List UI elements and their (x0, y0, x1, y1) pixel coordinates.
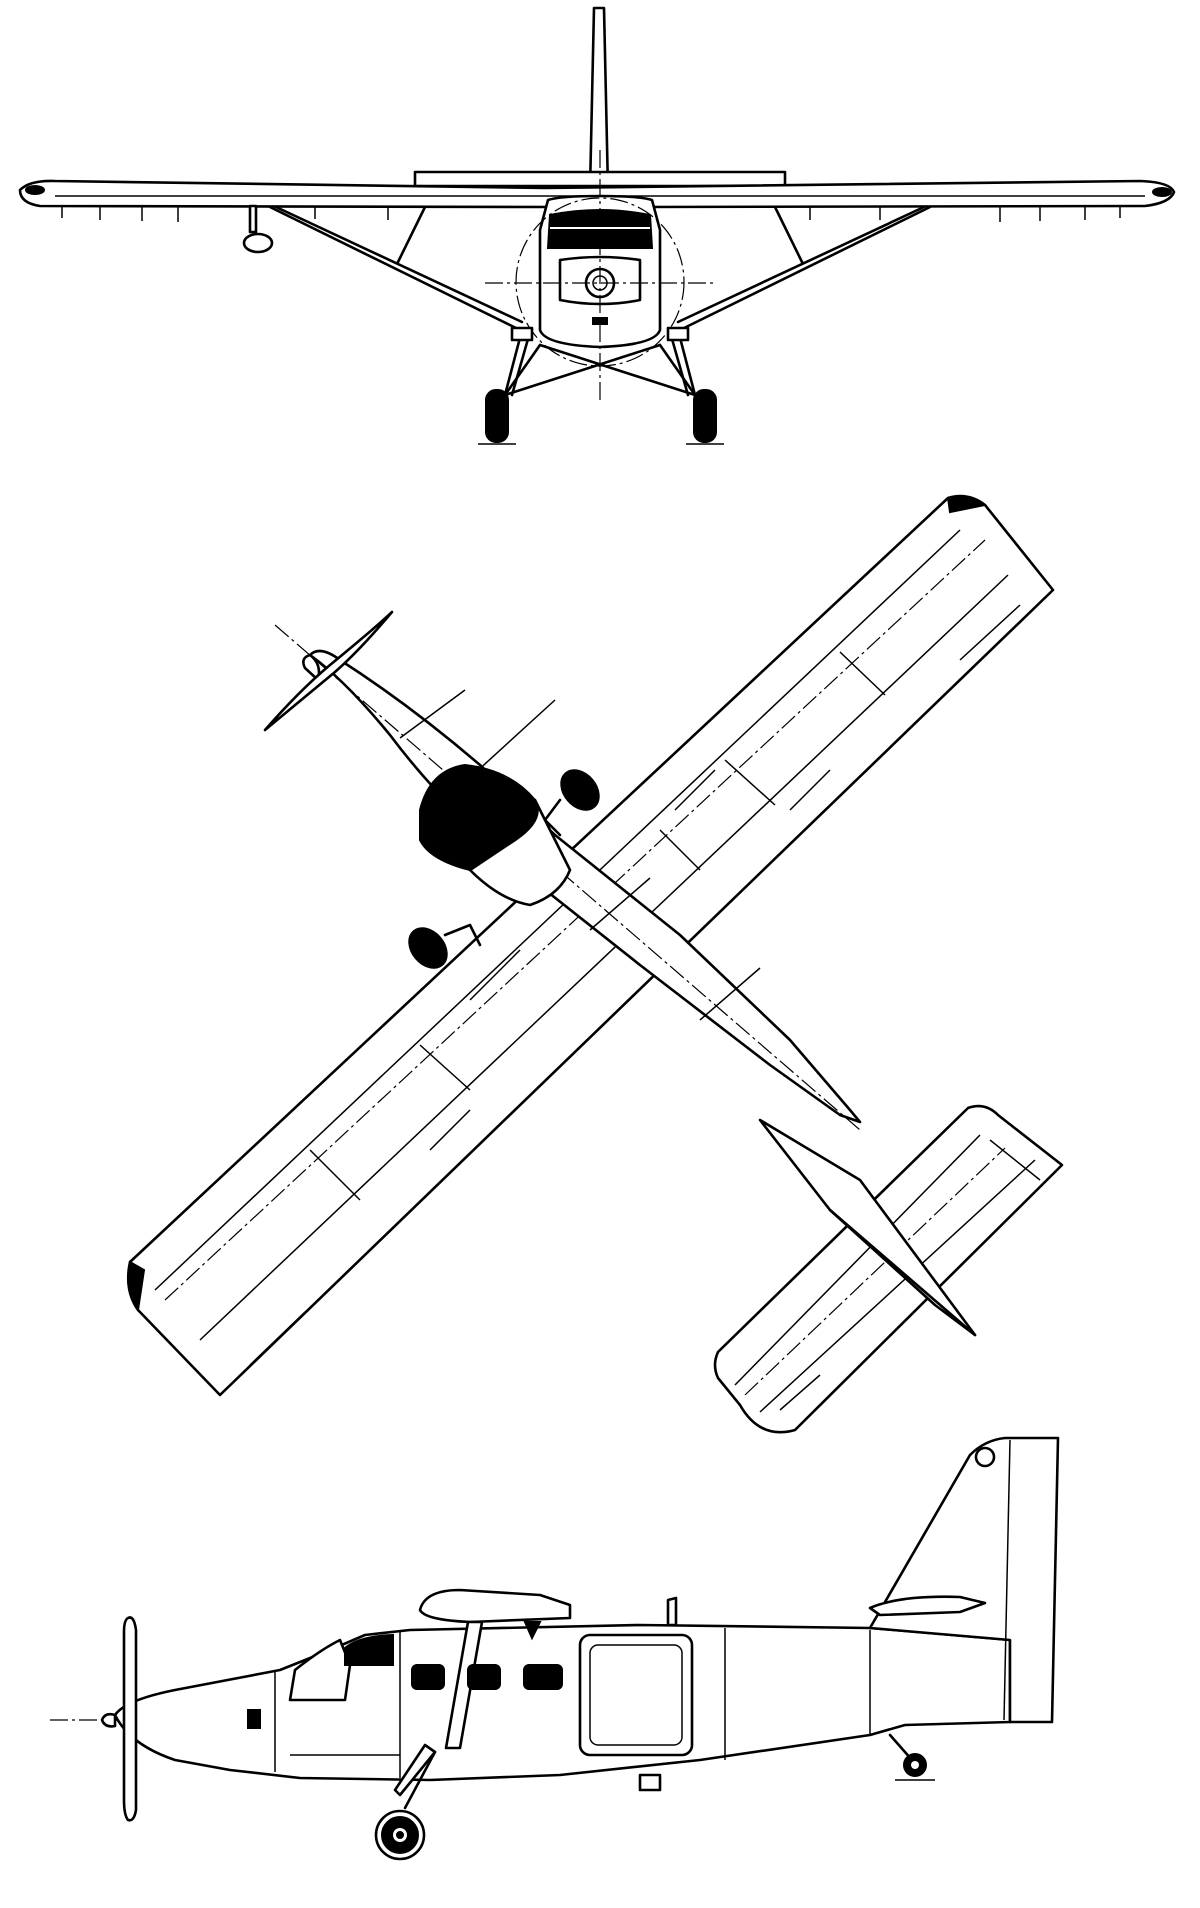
side-vertical-fin (868, 1436, 1060, 1724)
front-vertical-fin (588, 6, 610, 192)
side-tail-wheel (888, 1733, 935, 1781)
front-windscreen (546, 209, 654, 249)
top-landing-gear (408, 769, 600, 969)
side-view (50, 1436, 1060, 1861)
side-horizontal-tail (868, 1595, 987, 1617)
top-horizontal-tail (713, 1104, 1064, 1434)
side-wing-strut (444, 1620, 484, 1750)
top-view (126, 494, 1064, 1434)
side-cargo-door (578, 1633, 694, 1757)
front-view (18, 6, 1176, 445)
front-left-wheel (485, 389, 509, 443)
top-propeller (263, 610, 394, 732)
side-wing-root (418, 1588, 572, 1624)
front-wing-fences (61, 206, 1121, 222)
side-main-gear (374, 1743, 437, 1861)
front-left-wingtip (25, 185, 45, 195)
top-wing-panel-lines (154, 529, 1021, 1366)
front-wing (18, 179, 1176, 209)
front-wing-struts (268, 205, 932, 332)
side-windows (247, 1633, 652, 1729)
front-right-wingtip (1152, 187, 1172, 197)
front-underwing-pod (248, 204, 258, 234)
side-spinner (100, 1712, 117, 1728)
side-propeller (122, 1616, 138, 1822)
front-right-wheel (693, 389, 717, 443)
side-fuselage (113, 1623, 1012, 1782)
